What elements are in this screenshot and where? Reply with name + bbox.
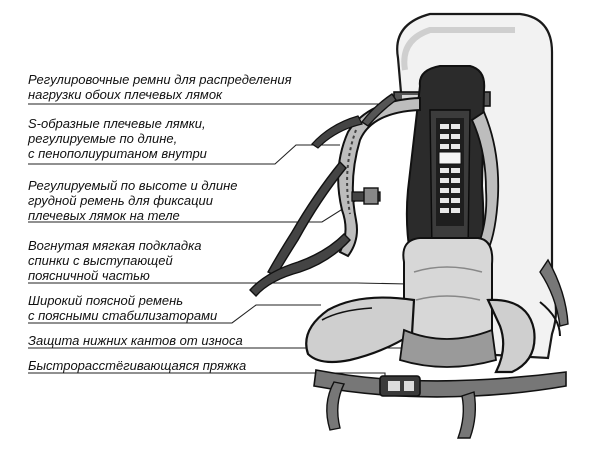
edge-protection-panel: [399, 328, 497, 368]
leader-line-back-padding: [28, 282, 409, 285]
callout-line: с пенополиуританом внутри: [28, 146, 207, 161]
lumbar-pad: [402, 237, 494, 346]
callout-sternum-strap: Регулируемый по высоте и длине грудной р…: [28, 178, 238, 223]
callout-load-lifters: Регулировочные ремни для распределения н…: [28, 72, 292, 102]
callout-line: S-образные плечевые лямки,: [28, 116, 206, 131]
leader-line-hip-belt: [28, 304, 321, 324]
callout-line: регулируемые по длине,: [28, 131, 178, 146]
callout-line: Регулировочные ремни для распределения: [28, 72, 292, 87]
callout-line: плечевых лямок на теле: [28, 208, 180, 223]
callout-line: нагрузки обоих плечевых лямок: [28, 87, 223, 102]
callout-shoulder-straps: S-образные плечевые лямки, регулируемые …: [28, 116, 207, 161]
callout-hip-belt: Широкий поясной ремень с поясными стабил…: [28, 293, 217, 323]
callout-line: поясничной частью: [28, 268, 150, 283]
callout-line: Регулируемый по высоте и длине: [28, 178, 238, 193]
shoulder-strap-left: [337, 96, 421, 258]
waist-webbing: [313, 369, 567, 398]
callout-quick-buckle: Быстрорасстёгивающаяся пряжка: [28, 358, 246, 373]
logo-patch: [438, 151, 462, 165]
callout-line: Широкий поясной ремень: [28, 293, 184, 308]
callout-line: спинки с выступающей: [28, 253, 173, 268]
callout-line: Вогнутая мягкая подкладка: [28, 238, 202, 253]
callout-line: с поясными стабилизаторами: [28, 308, 218, 323]
load-lifter-strap: [360, 93, 397, 127]
hip-belt-left: [305, 296, 416, 364]
callout-line: грудной ремень для фиксации: [28, 193, 213, 208]
hip-belt-right: [486, 298, 536, 374]
callout-edge-protection: Защита нижних кантов от износа: [28, 333, 243, 348]
callout-line: Защита нижних кантов от износа: [28, 333, 243, 348]
sternum-buckle: [363, 187, 379, 205]
callout-line: Быстрорасстёгивающаяся пряжка: [28, 358, 247, 373]
callout-back-padding: Вогнутая мягкая подкладка спинки с высту…: [28, 238, 201, 283]
